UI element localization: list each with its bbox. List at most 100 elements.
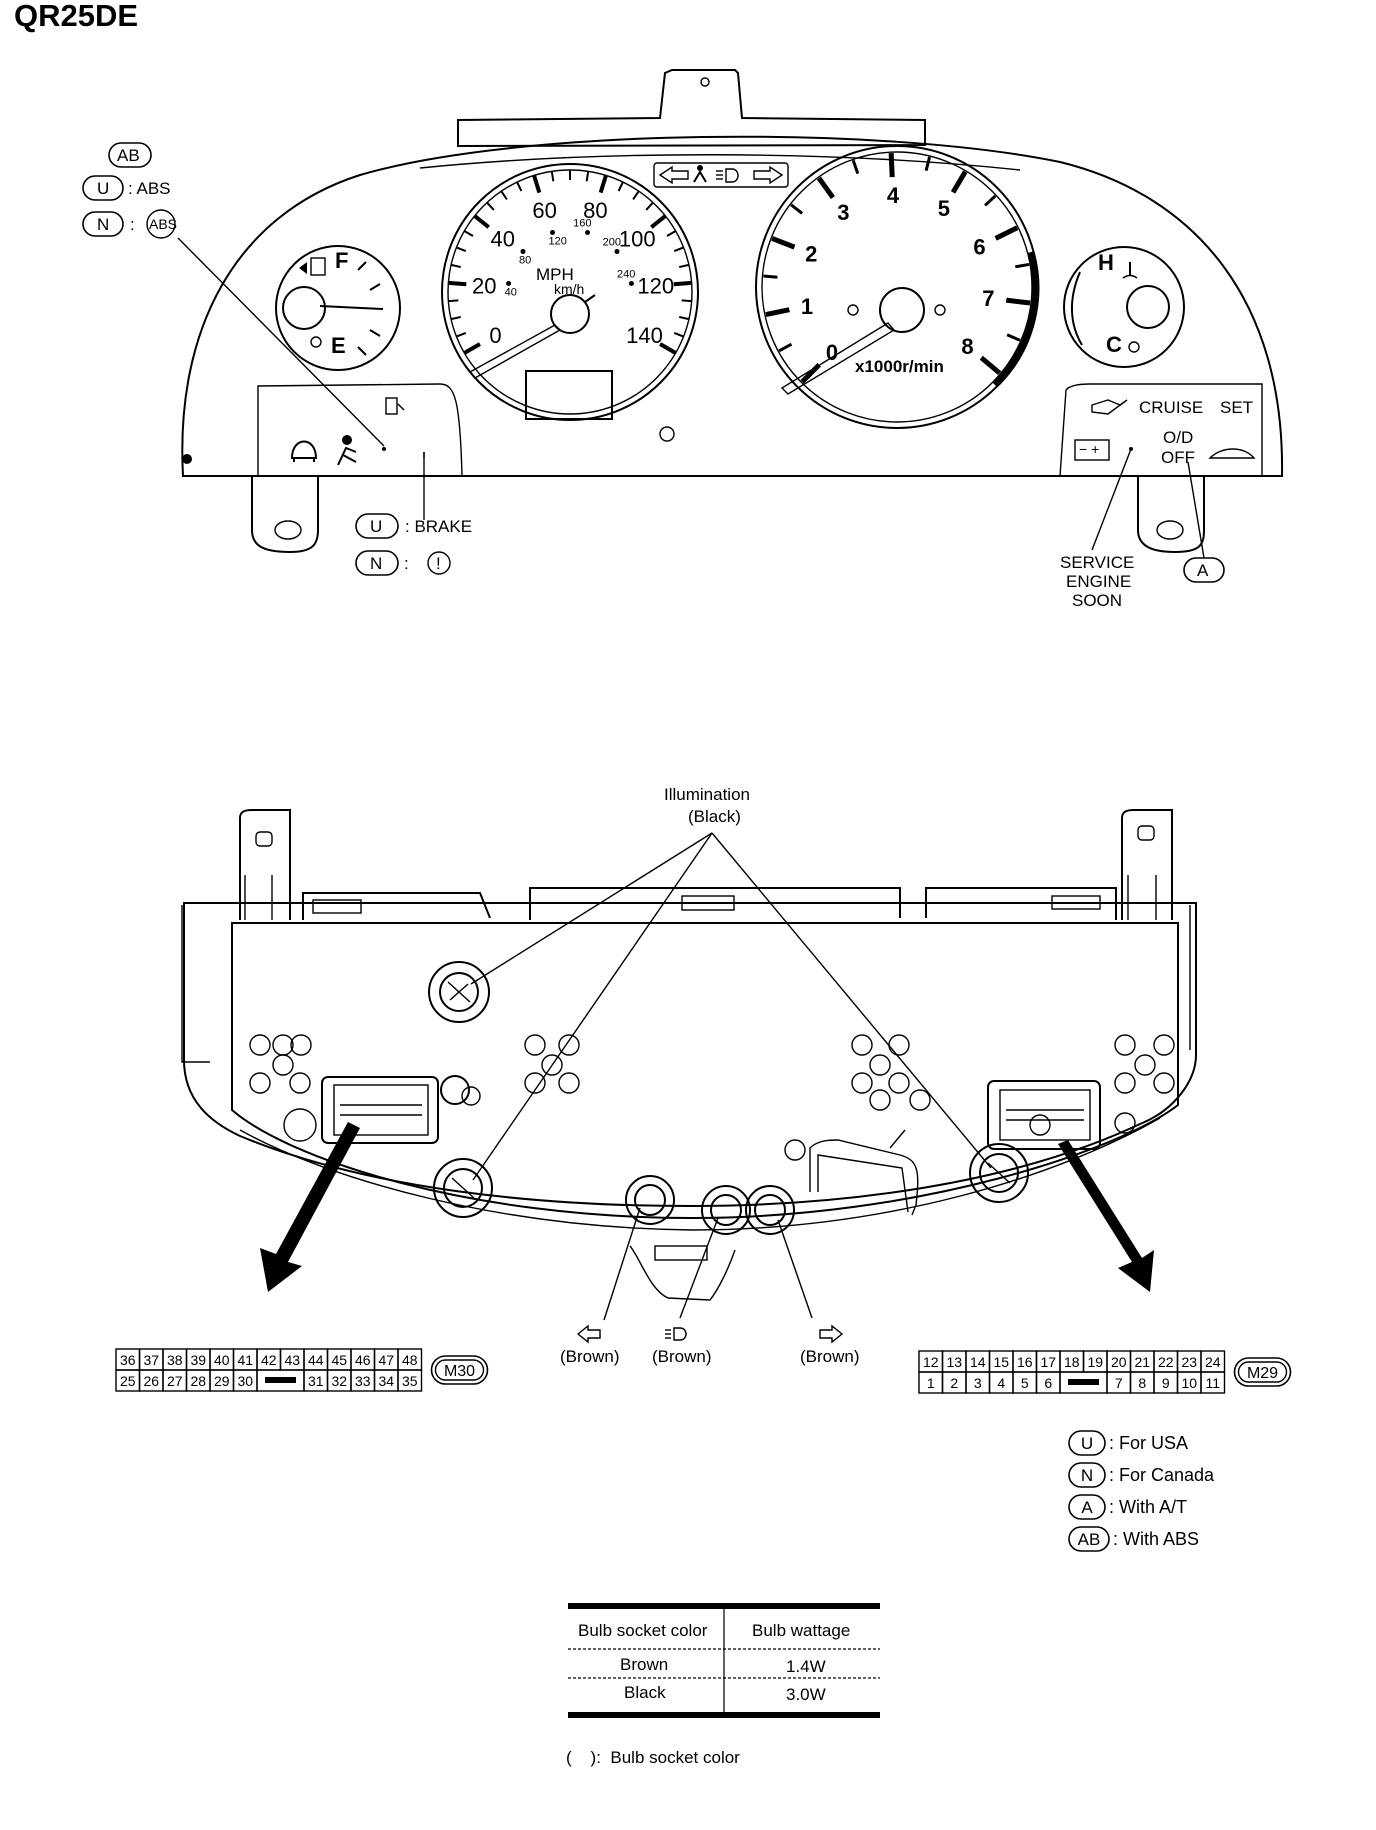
illumination-color: (Black) — [688, 807, 741, 826]
pin-number: 19 — [1087, 1354, 1103, 1370]
speedo-tick — [666, 230, 677, 237]
tacho-tick — [950, 170, 968, 194]
tacho-tick — [851, 159, 860, 175]
tacho-label: 3 — [837, 200, 849, 225]
back-hole — [1029, 1114, 1051, 1136]
tacho-tick — [1015, 262, 1030, 269]
pin-number: 23 — [1181, 1354, 1197, 1370]
speedo-tick — [598, 174, 608, 194]
back-hole — [888, 1072, 910, 1094]
pin-number: 15 — [993, 1354, 1009, 1370]
back-hole — [869, 1089, 891, 1111]
pin-number: 34 — [378, 1373, 394, 1389]
cluster-housing — [181, 135, 1284, 477]
right-panel-icons: CRUISE SET − + O/D OFF — [1074, 398, 1256, 467]
tacho-label: 6 — [973, 234, 985, 259]
back-hole — [541, 1054, 563, 1076]
pin-number: 5 — [1021, 1375, 1029, 1391]
tacho-tick — [763, 274, 778, 279]
speedo-tick — [463, 230, 474, 237]
table-header-wattage: Bulb wattage — [752, 1621, 850, 1640]
speedo-kmh-dot — [520, 249, 526, 255]
pin-number: 12 — [923, 1354, 939, 1370]
legend-badge — [1068, 1526, 1110, 1552]
speedo-mph-label: 0 — [489, 323, 501, 348]
pin-number: 8 — [1138, 1375, 1146, 1391]
legend-text: : For Canada — [1109, 1465, 1215, 1485]
high-beam-bulb-icon — [673, 1327, 687, 1341]
pin-number: 20 — [1111, 1354, 1127, 1370]
speedo-mph-label: 60 — [532, 198, 556, 223]
od-label-line2: OFF — [1161, 448, 1195, 467]
pin-number: 21 — [1134, 1354, 1150, 1370]
service-engine-line3: SOON — [1072, 591, 1122, 610]
left-warning-panel — [257, 383, 463, 477]
tacho-label: 5 — [938, 196, 950, 221]
speedo-tick — [473, 214, 490, 229]
speedo-tick — [673, 246, 684, 253]
speedo-tick — [617, 181, 624, 192]
back-hole — [249, 1072, 271, 1094]
left-bracket — [239, 809, 291, 920]
oil-pressure-icon — [1091, 399, 1128, 415]
temp-cold-label: C — [1106, 332, 1122, 357]
right-bracket — [1121, 809, 1173, 920]
bulb-socket-upper-left — [428, 961, 490, 1023]
tacho-label: 4 — [887, 183, 900, 208]
housing-inner-line — [419, 154, 1021, 171]
speedo-tick — [450, 263, 462, 269]
back-hole — [888, 1034, 910, 1056]
back-hole — [851, 1072, 873, 1094]
callout-n-brake-text: : — [404, 554, 409, 573]
pin-number: 46 — [355, 1352, 371, 1368]
back-hole — [524, 1072, 546, 1094]
legend-code: N — [1081, 1466, 1093, 1485]
cluster-hood — [457, 69, 926, 148]
table-cell: Brown — [620, 1655, 668, 1674]
back-hole — [869, 1054, 891, 1076]
table-header-color: Bulb socket color — [578, 1621, 708, 1640]
tacho-tick — [984, 194, 997, 207]
back-plate — [231, 922, 1179, 1220]
footnote: ( ): Bulb socket color — [566, 1748, 740, 1767]
pin-number: 10 — [1181, 1375, 1197, 1391]
pin-number: 1 — [927, 1375, 935, 1391]
fuel-full-label: F — [335, 248, 348, 273]
speedo-mph-label: 120 — [637, 274, 674, 299]
callout-ab-code: AB — [117, 146, 140, 165]
illumination-label: Illumination — [664, 785, 750, 804]
pin-number: 3 — [974, 1375, 982, 1391]
speedo-tick — [516, 181, 523, 192]
tacho-tick — [1005, 297, 1031, 306]
speedo-tick — [650, 214, 667, 229]
speedo-tick — [659, 342, 677, 355]
callout-u-brake-text: : BRAKE — [405, 517, 472, 536]
speedo-tick — [532, 174, 542, 194]
door-ajar-icon — [290, 440, 318, 462]
speedo-tick — [500, 190, 508, 201]
callout-a-code: A — [1197, 561, 1209, 580]
left-mount-tab — [251, 476, 319, 554]
callout-n-abs-text: : — [130, 215, 135, 234]
pin-number: 32 — [331, 1373, 347, 1389]
turn-left-icon — [658, 165, 689, 185]
fuel-pump-icon — [310, 257, 326, 276]
back-hole — [558, 1034, 580, 1056]
speedo-mph-label: 40 — [491, 226, 515, 251]
speedo-tick — [678, 315, 690, 321]
tacho-label: 7 — [982, 286, 994, 311]
cluster-back: Illumination (Black) (Brown) (Brown) (Br… — [181, 785, 1197, 1366]
pin-number: 28 — [190, 1373, 206, 1389]
printed-circuit-loop — [809, 1139, 919, 1216]
speedo-mph-label: 80 — [583, 198, 607, 223]
back-hole — [909, 1089, 931, 1111]
tacho-label: 0 — [826, 340, 838, 365]
od-label-line1: O/D — [1163, 428, 1193, 447]
tacho-unit: x1000r/min — [855, 357, 944, 376]
right-mount-tab — [1137, 476, 1205, 554]
left-panel-icons — [290, 397, 425, 466]
